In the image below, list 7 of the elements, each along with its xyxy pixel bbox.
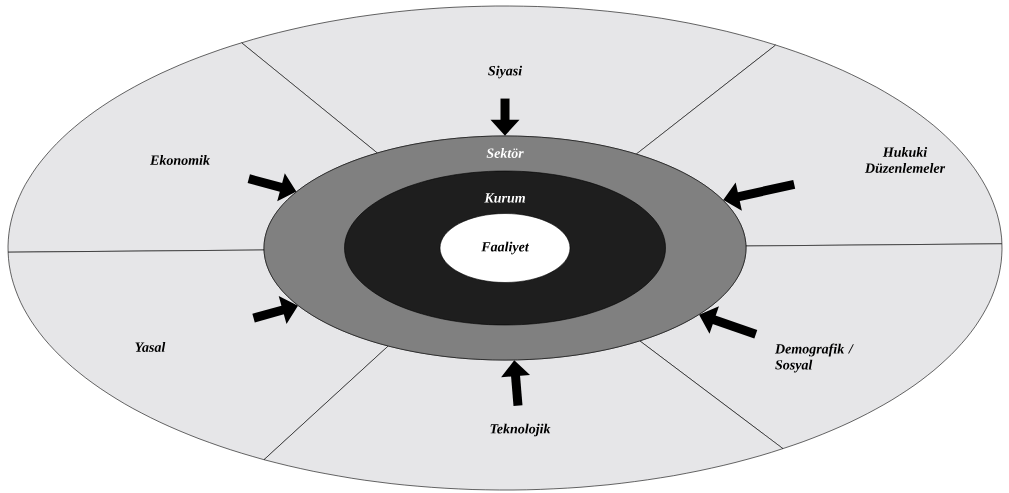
sector-region: Ekonomik: [7, 42, 378, 253]
disc: Faaliyet: [439, 213, 571, 283]
sector-region: Hukuki Düzenlemeler: [636, 44, 1003, 247]
sector-region: Demografik / Sosyal: [639, 243, 1003, 449]
sector-region: Yasal: [7, 249, 389, 460]
node-label: Hukuki Düzenlemeler: [864, 147, 946, 173]
node-label: Teknolojik: [490, 423, 551, 437]
